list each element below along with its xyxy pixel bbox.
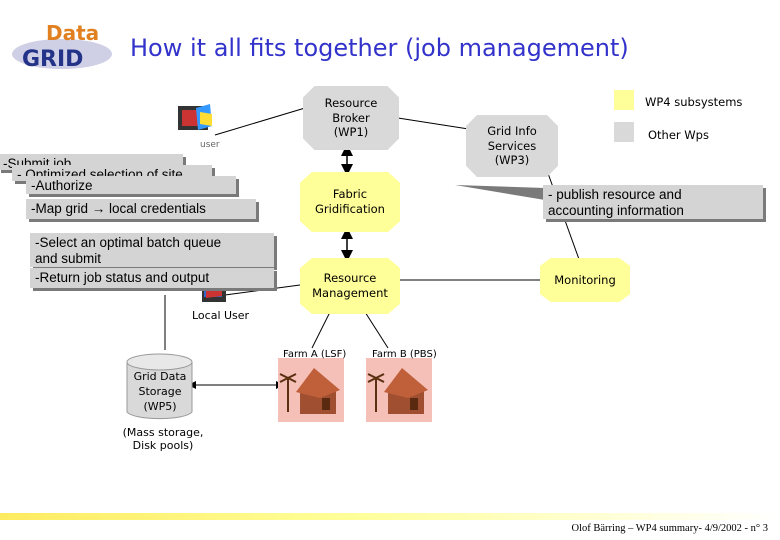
- label-farm-b: Farm B (PBS): [372, 349, 437, 360]
- line-user-rb: [214, 107, 306, 136]
- label-mass-storage: (Mass storage, Disk pools): [122, 426, 204, 452]
- legend-label-other: Other Wps: [648, 128, 709, 142]
- label-local-user: Local User: [192, 309, 250, 322]
- node-fabric-gridification: Fabric Gridification: [300, 172, 400, 232]
- footer-rule: [0, 513, 780, 520]
- line-localuser-rm: [224, 284, 301, 296]
- node-monitoring: Monitoring: [540, 258, 630, 302]
- callout-pointer-publish: [455, 185, 545, 200]
- legend-label-wp4: WP4 subsystems: [645, 95, 743, 109]
- storage-cylinder-icon: [126, 353, 193, 420]
- node-grid-data-storage: Grid Data Storage (WP5): [133, 370, 187, 413]
- node-grid-info-services: Grid Info Services (WP3): [466, 115, 558, 177]
- callout-authorize: -Authorize: [26, 176, 236, 194]
- node-resource-management: Resource Management: [300, 258, 400, 314]
- footer-text: Olof Bärring – WP4 summary- 4/9/2002 - n…: [571, 523, 769, 534]
- callout-return-status: -Return job status and output: [30, 268, 274, 288]
- logo-text-grid: GRID: [22, 47, 83, 72]
- farm-b-house-image: [366, 358, 432, 422]
- node-resource-broker: Resource Broker (WP1): [303, 86, 399, 150]
- legend-swatch-wp4: [614, 90, 634, 110]
- datagrid-logo: Data GRID: [10, 20, 128, 72]
- line-rb-gis: [397, 117, 476, 131]
- label-farm-a: Farm A (LSF): [283, 349, 347, 360]
- line-rm-farm-b: [364, 311, 389, 349]
- page-title: How it all fits together (job management…: [130, 34, 629, 62]
- callout-publish-resource: - publish resource and accounting inform…: [543, 185, 763, 219]
- line-rm-farm-a: [311, 311, 331, 349]
- callout-select-batch-queue: -Select an optimal batch queue and submi…: [30, 233, 274, 267]
- label-partial-user: user: [200, 140, 220, 150]
- datagrid-logo-graphic: Data GRID: [12, 21, 112, 72]
- logo-text-data: Data: [46, 21, 99, 45]
- legend-swatch-other: [614, 122, 634, 142]
- grid-user-workstation-icon: [178, 104, 212, 130]
- farm-a-house-image: [278, 358, 344, 422]
- callout-map-credentials: -Map grid → local credentials: [26, 199, 256, 219]
